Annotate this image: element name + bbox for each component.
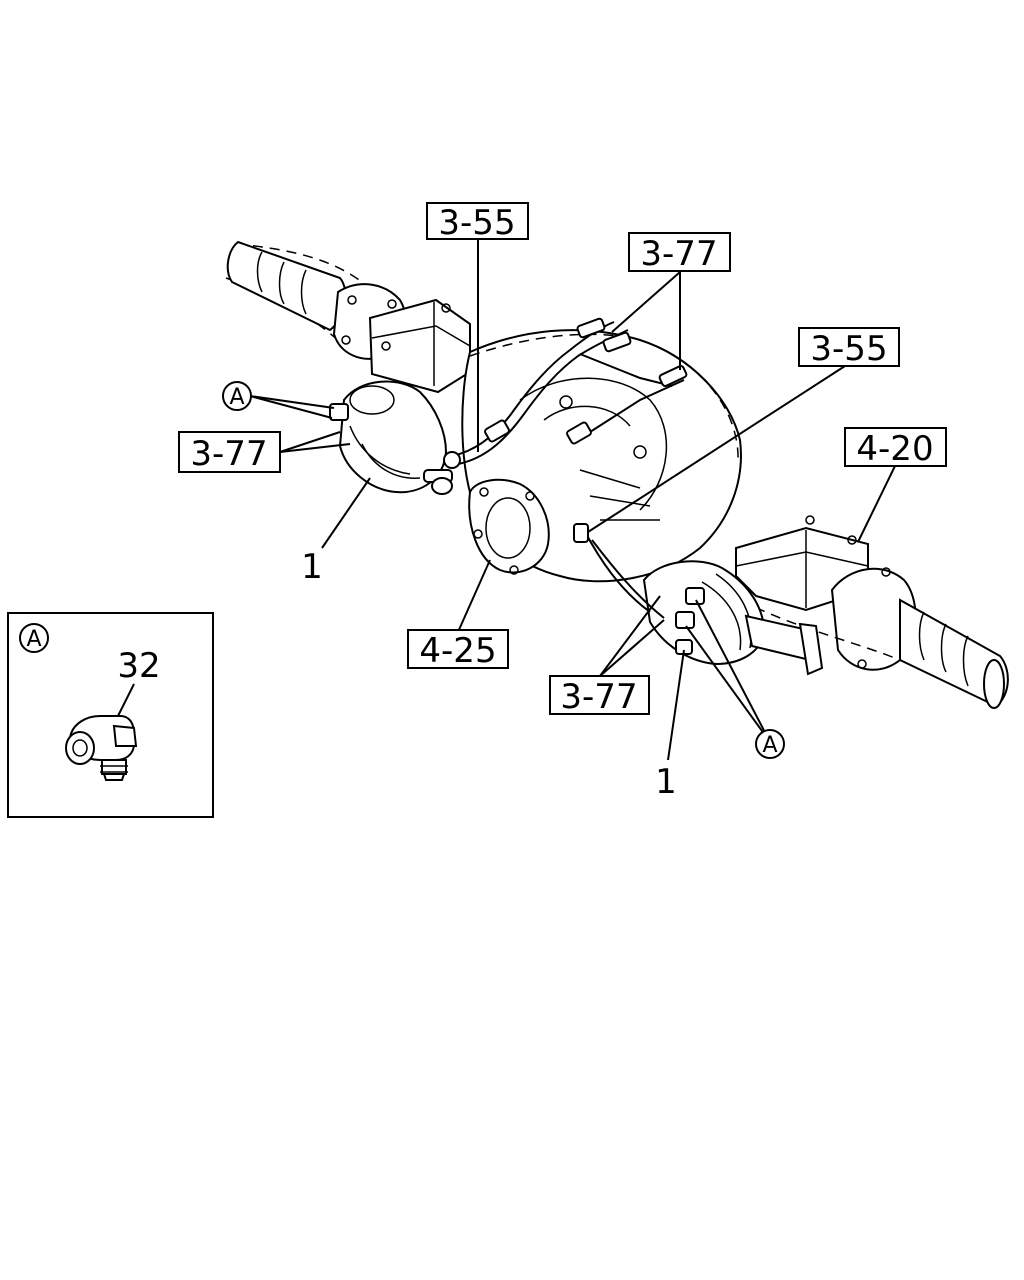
detail-marker-text: A bbox=[229, 385, 244, 410]
callout-text: 4-25 bbox=[419, 631, 496, 671]
callout-text: 3-55 bbox=[438, 203, 515, 243]
callout-3-77-left: 3-77 bbox=[178, 431, 281, 474]
callout-text: 3-55 bbox=[810, 329, 887, 369]
part-number-text: 1 bbox=[655, 762, 677, 802]
leader-lines bbox=[249, 239, 896, 761]
callout-3-55-top: 3-55 bbox=[426, 202, 529, 243]
callout-3-55-right: 3-55 bbox=[798, 327, 900, 369]
detail-panel-a: A 32 bbox=[7, 612, 214, 818]
detail-marker-text: A bbox=[762, 733, 777, 758]
detail-panel-marker: A bbox=[19, 623, 49, 653]
callout-4-25: 4-25 bbox=[407, 629, 509, 671]
part-label-1-left: 1 bbox=[301, 547, 323, 587]
detail-marker-a-bottom: A bbox=[755, 729, 785, 759]
part-number-text: 1 bbox=[301, 547, 323, 587]
detail-marker-a-left: A bbox=[222, 381, 252, 411]
callout-3-77-top: 3-77 bbox=[628, 232, 731, 274]
callout-text: 3-77 bbox=[560, 677, 637, 717]
callout-3-77-bottom: 3-77 bbox=[549, 675, 650, 717]
callout-text: 3-77 bbox=[190, 434, 267, 474]
detail-panel-marker-text: A bbox=[26, 627, 41, 652]
callout-4-20: 4-20 bbox=[844, 427, 947, 469]
callout-text: 4-20 bbox=[856, 429, 933, 469]
part-label-1-bottom: 1 bbox=[655, 762, 677, 802]
elbow-fitting-32 bbox=[65, 715, 138, 781]
rear-axle-assembly bbox=[225, 240, 1009, 709]
detail-part-number: 32 bbox=[117, 646, 160, 686]
callout-text: 3-77 bbox=[640, 234, 717, 274]
